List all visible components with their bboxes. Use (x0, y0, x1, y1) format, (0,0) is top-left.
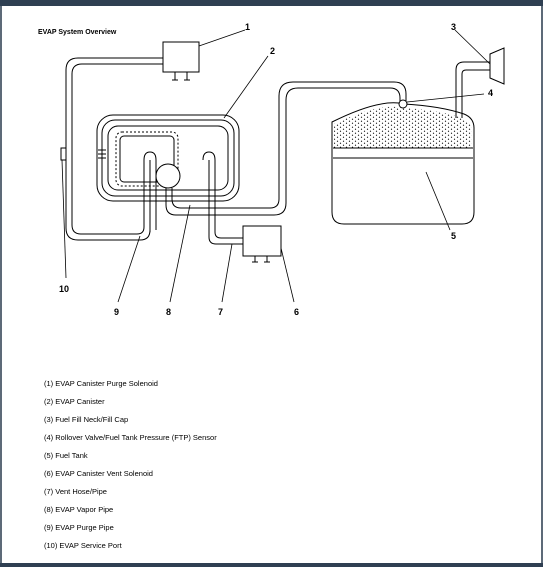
diagram-title: EVAP System Overview (38, 29, 117, 36)
callout-3: 3 (451, 22, 456, 32)
fill-neck (455, 47, 505, 118)
callout-10: 10 (59, 284, 69, 294)
window-left-border (0, 6, 2, 563)
legend-item-9: (9) EVAP Purge Pipe (44, 523, 114, 532)
callout-9: 9 (114, 307, 119, 317)
legend-item-3: (3) Fuel Fill Neck/Fill Cap (44, 415, 129, 424)
vent-hose (202, 151, 243, 245)
fuel-tank (331, 102, 475, 225)
canister-port (155, 163, 181, 189)
purge-solenoid (162, 41, 200, 81)
evap-canister (96, 114, 240, 202)
legend-item-1: (1) EVAP Canister Purge Solenoid (44, 379, 158, 388)
window-right-border (541, 6, 543, 563)
legend-item-8: (8) EVAP Vapor Pipe (44, 505, 114, 514)
legend-item-6: (6) EVAP Canister Vent Solenoid (44, 469, 153, 478)
callout-5: 5 (451, 231, 456, 241)
callout-labels: 1 2 3 4 5 6 7 8 9 10 (59, 22, 493, 317)
callout-7: 7 (218, 307, 223, 317)
legend-item-4: (4) Rollover Valve/Fuel Tank Pressure (F… (44, 433, 217, 442)
vapor-pipe (165, 81, 407, 216)
legend-item-5: (5) Fuel Tank (44, 451, 88, 460)
vent-solenoid (242, 225, 282, 263)
service-port (60, 147, 67, 161)
callout-6: 6 (294, 307, 299, 317)
purge-pipe (143, 151, 157, 232)
callout-8: 8 (166, 307, 171, 317)
rollover-valve (398, 99, 408, 109)
legend-item-10: (10) EVAP Service Port (44, 541, 122, 550)
callout-2: 2 (270, 46, 275, 56)
legend-item-7: (7) Vent Hose/Pipe (44, 487, 107, 496)
service-line (65, 57, 163, 241)
callout-1: 1 (245, 22, 250, 32)
legend-item-2: (2) EVAP Canister (44, 397, 105, 406)
window-top-border (0, 0, 543, 6)
callout-4: 4 (488, 88, 493, 98)
leader-lines (61, 29, 491, 303)
window-bottom-border (0, 563, 543, 567)
